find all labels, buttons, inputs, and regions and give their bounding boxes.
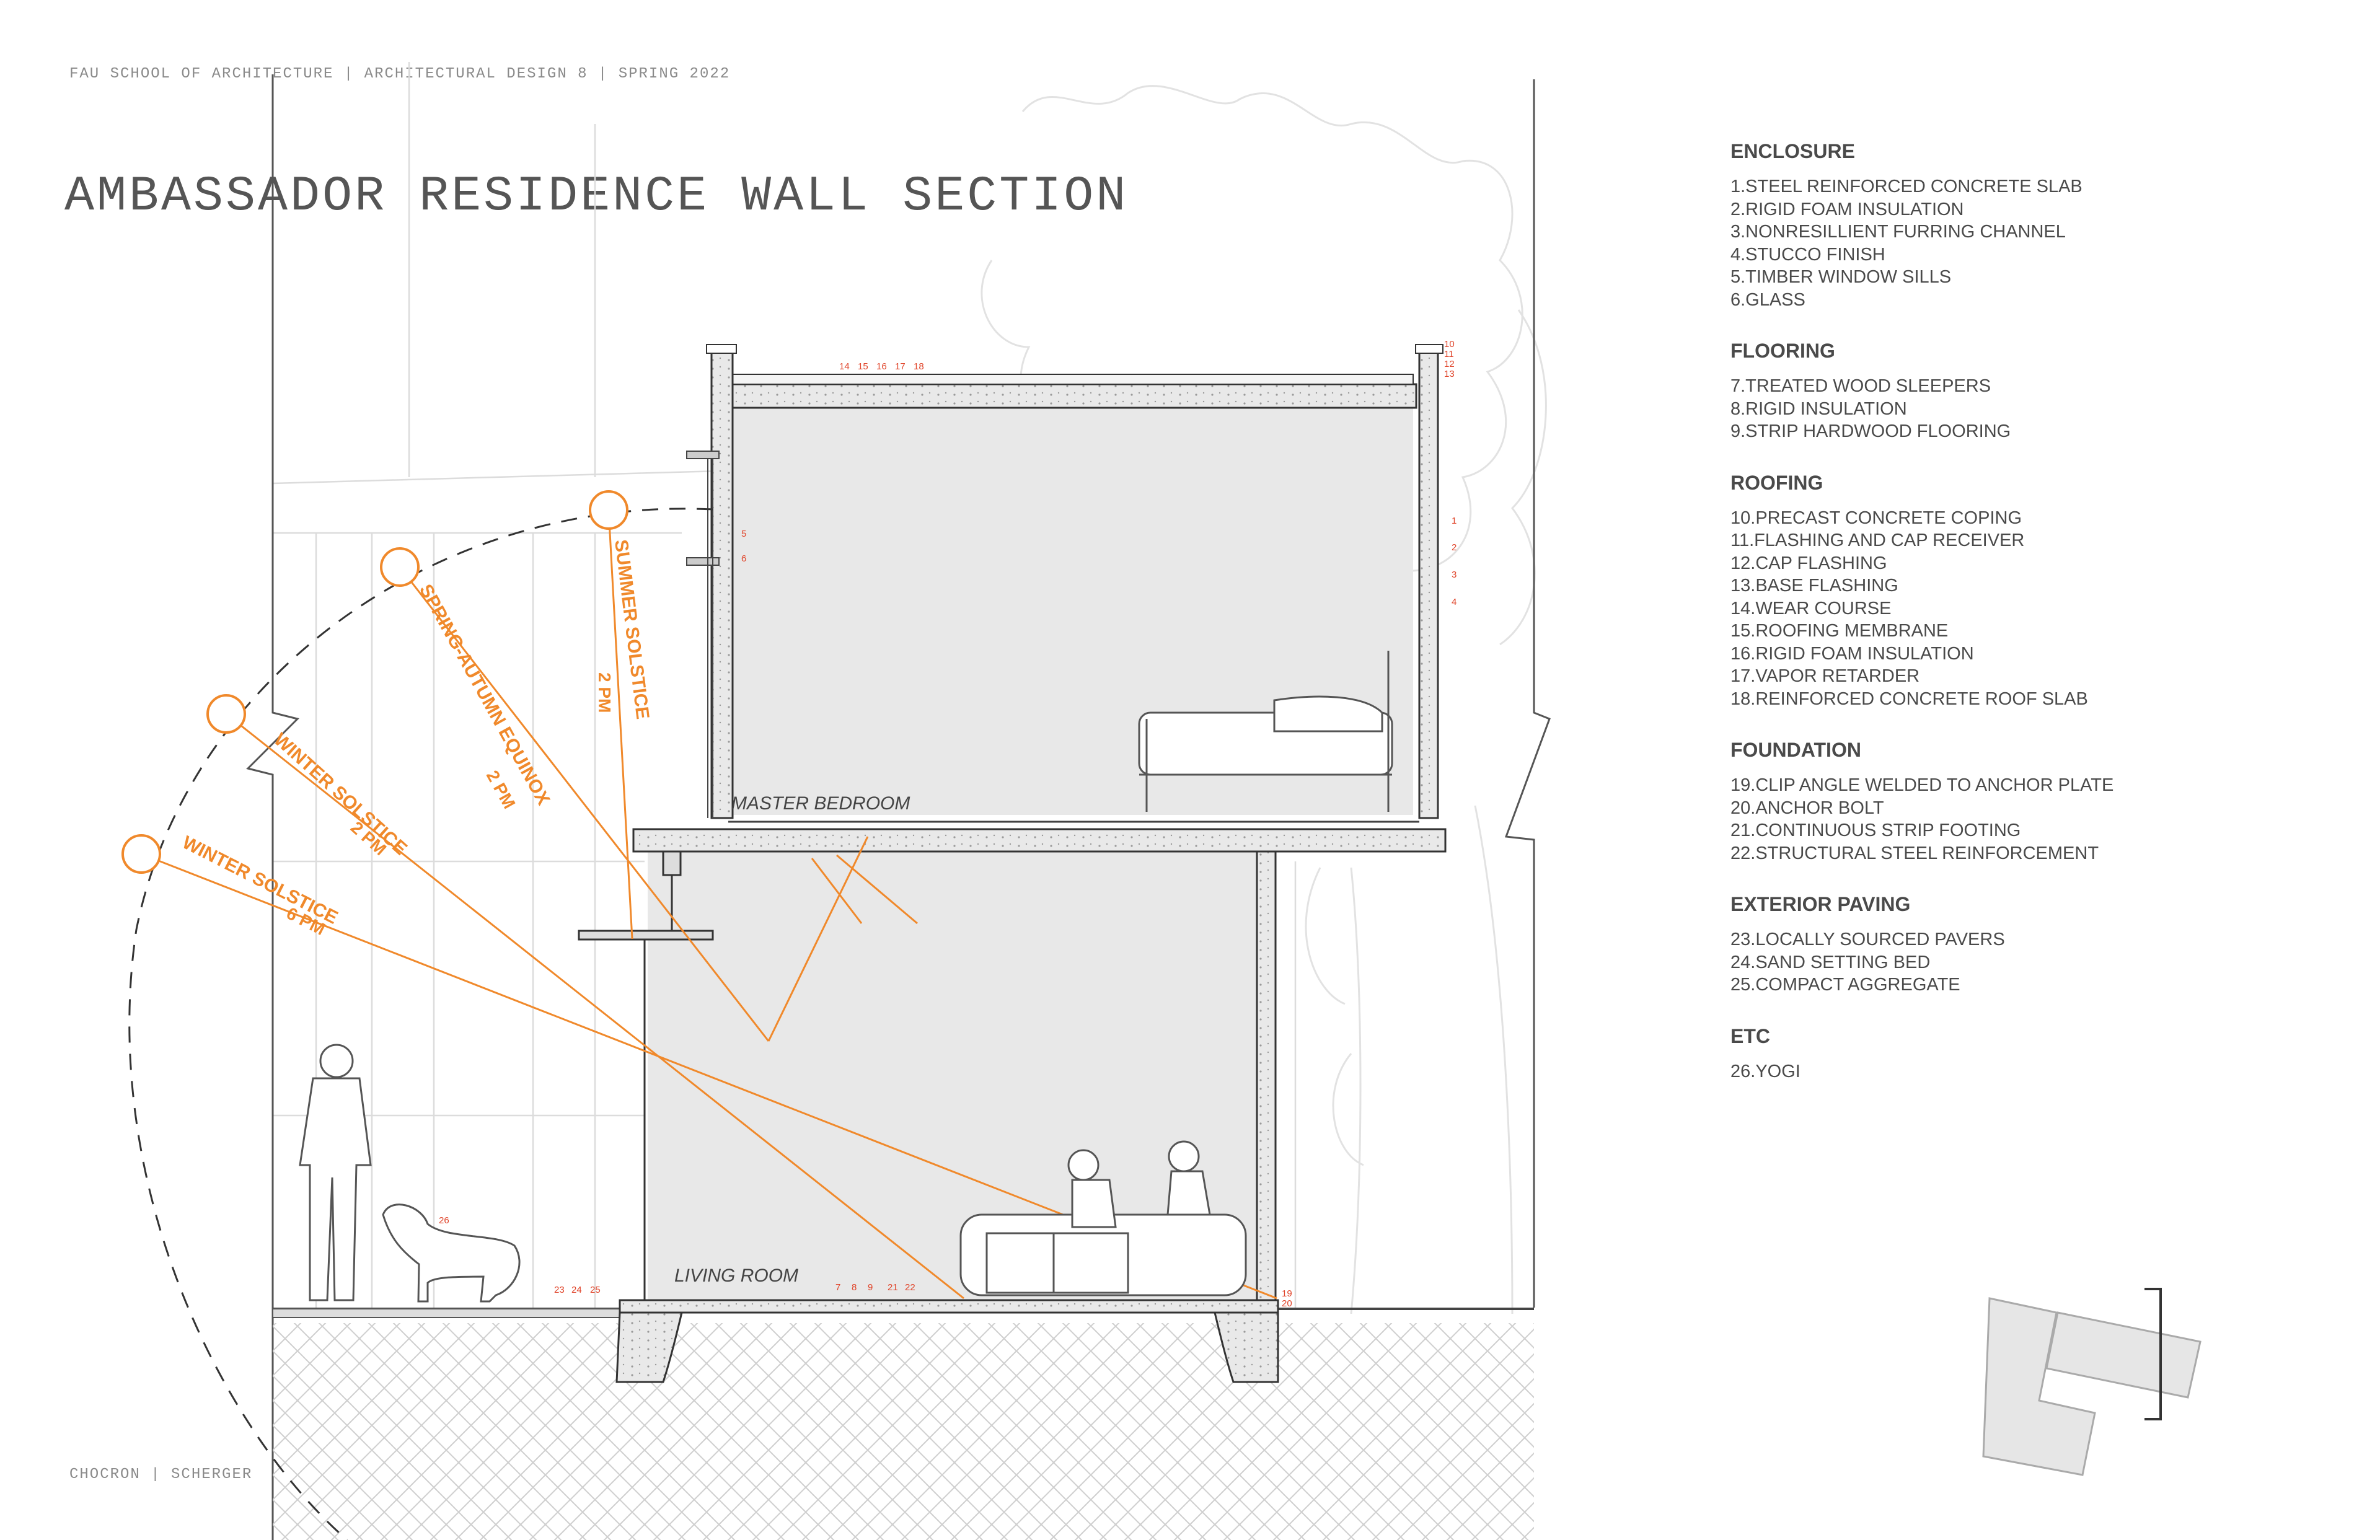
callout-17: 17 <box>895 361 906 372</box>
component-callouts: 1 2 3 4 5 6 7 8 9 10 11 12 13 14 15 16 1… <box>439 339 1457 1309</box>
legend-group-exterior-paving: EXTERIOR PAVING 23.LOCALLY SOURCED PAVER… <box>1730 893 2288 997</box>
key-plan <box>1982 1288 2202 1476</box>
legend-item: 1.STEEL REINFORCED CONCRETE SLAB <box>1730 177 2082 196</box>
second-floor-slab <box>632 828 1447 853</box>
callout-4: 4 <box>1452 597 1457 607</box>
legend-heading: ETC <box>1730 1024 1770 1047</box>
callout-9: 9 <box>868 1282 873 1293</box>
sun-summer-solstice-marker <box>589 490 628 530</box>
sun-markers <box>121 490 628 874</box>
callout-11: 11 <box>1444 349 1454 359</box>
sun-equinox-marker <box>380 547 420 587</box>
callout-21: 21 <box>888 1282 898 1293</box>
section-cut-marker <box>2144 1288 2162 1420</box>
callout-26: 26 <box>439 1215 449 1226</box>
sun-time-equinox: 2 PM <box>483 767 519 812</box>
legend-item: 4.STUCCO FINISH <box>1730 244 1885 265</box>
foundation <box>615 1299 1279 1383</box>
legend-item: 13.BASE FLASHING <box>1730 576 1898 596</box>
callout-5: 5 <box>741 529 746 539</box>
living-room-label: LIVING ROOM <box>674 1265 798 1286</box>
legend-group-roofing: ROOFING 10.PRECAST CONCRETE COPING 11.FL… <box>1730 472 2288 711</box>
legend-item: 9.STRIP HARDWOOD FLOORING <box>1730 421 2011 441</box>
legend-item: 19.CLIP ANGLE WELDED TO ANCHOR PLATE <box>1730 775 2114 795</box>
legend-item: 16.RIGID FOAM INSULATION <box>1730 643 1974 664</box>
legend-item: 23.LOCALLY SOURCED PAVERS <box>1730 930 2005 949</box>
callout-6: 6 <box>741 553 746 564</box>
legend-item: 25.COMPACT AGGREGATE <box>1730 975 1960 995</box>
legend-item: 15.ROOFING MEMBRANE <box>1730 621 1949 641</box>
authors-text: CHOCRON | SCHERGER <box>69 1466 253 1483</box>
legend-item: 22.STRUCTURAL STEEL REINFORCEMENT <box>1730 843 2099 863</box>
legend-item: 26.YOGI <box>1730 1061 1800 1081</box>
legend-item: 18.REINFORCED CONCRETE ROOF SLAB <box>1730 689 2088 709</box>
callout-25: 25 <box>590 1285 601 1295</box>
legend-group-enclosure: ENCLOSURE 1.STEEL REINFORCED CONCRETE SL… <box>1730 140 2288 311</box>
callout-8: 8 <box>852 1282 857 1293</box>
window-overhang <box>578 850 714 1308</box>
legend-item: 6.GLASS <box>1730 289 1805 310</box>
legend-item: 14.WEAR COURSE <box>1730 598 1892 618</box>
bed-figure <box>1138 651 1393 812</box>
callout-12: 12 <box>1444 359 1455 369</box>
legend-item: 5.TIMBER WINDOW SILLS <box>1730 267 1952 287</box>
legend-heading: EXTERIOR PAVING <box>1730 893 1911 915</box>
legend: ENCLOSURE 1.STEEL REINFORCED CONCRETE SL… <box>1730 140 2288 1111</box>
person-sitting-head <box>1168 1140 1200 1173</box>
legend-group-flooring: FLOORING 7.TREATED WOOD SLEEPERS 8.RIGID… <box>1730 340 2288 443</box>
ground-hatch <box>273 1323 1534 1540</box>
legend-item: 12.CAP FLASHING <box>1730 553 1887 573</box>
callout-19: 19 <box>1282 1288 1292 1299</box>
legend-group-etc: ETC 26.YOGI <box>1730 1025 2288 1083</box>
legend-heading: ENCLOSURE <box>1730 140 1855 162</box>
callout-3: 3 <box>1452 570 1457 580</box>
person-reading-head <box>1067 1149 1100 1181</box>
legend-item: 21.CONTINUOUS STRIP FOOTING <box>1730 821 2021 840</box>
callout-18: 18 <box>914 361 924 372</box>
sun-time-summer: 2 PM <box>595 672 614 713</box>
callout-1: 1 <box>1452 516 1457 526</box>
legend-heading: FLOORING <box>1730 340 1835 362</box>
legend-item: 3.NONRESILLIENT FURRING CHANNEL <box>1730 222 2066 242</box>
legend-group-foundation: FOUNDATION 19.CLIP ANGLE WELDED TO ANCHO… <box>1730 739 2288 865</box>
dog-figure <box>382 1203 521 1303</box>
legend-item: 2.RIGID FOAM INSULATION <box>1730 199 1964 219</box>
sun-labels: SUMMER SOLSTICE 2 PM SPRING-AUTUMN EQUIN… <box>179 539 653 939</box>
callout-16: 16 <box>876 361 887 372</box>
legend-item: 11.FLASHING AND CAP RECEIVER <box>1730 530 2025 550</box>
lower-exterior-wall <box>1256 850 1277 1311</box>
standing-person <box>299 1044 372 1301</box>
callout-10: 10 <box>1444 339 1455 350</box>
legend-item: 7.TREATED WOOD SLEEPERS <box>1730 376 1991 396</box>
callout-24: 24 <box>571 1285 582 1295</box>
sun-label-winter-2pm: WINTER SOLSTICE <box>270 729 411 860</box>
roof-assembly <box>706 344 1443 819</box>
legend-heading: FOUNDATION <box>1730 739 1861 761</box>
callout-2: 2 <box>1452 542 1457 553</box>
exterior-paving <box>272 1308 620 1318</box>
legend-item: 17.VAPOR RETARDER <box>1730 666 1920 686</box>
callout-15: 15 <box>858 361 868 372</box>
callout-22: 22 <box>905 1282 915 1293</box>
legend-item: 8.RIGID INSULATION <box>1730 398 1907 419</box>
callout-14: 14 <box>839 361 850 372</box>
callout-23: 23 <box>554 1285 565 1295</box>
master-bedroom-label: MASTER BEDROOM <box>731 793 910 814</box>
living-room-furniture <box>959 1140 1247 1296</box>
header-text: FAU SCHOOL OF ARCHITECTURE | ARCHITECTUR… <box>69 66 731 82</box>
callout-20: 20 <box>1282 1298 1292 1309</box>
upper-window <box>686 451 720 818</box>
sun-label-summer: SUMMER SOLSTICE <box>610 539 653 721</box>
callout-13: 13 <box>1444 369 1455 379</box>
legend-item: 10.PRECAST CONCRETE COPING <box>1730 508 2022 528</box>
callout-7: 7 <box>835 1282 840 1293</box>
sun-winter-6pm-marker <box>121 834 161 874</box>
legend-item: 24.SAND SETTING BED <box>1730 952 1931 972</box>
sun-path-arc <box>128 508 713 1540</box>
legend-heading: ROOFING <box>1730 471 1823 494</box>
legend-item: 20.ANCHOR BOLT <box>1730 798 1884 818</box>
sun-winter-2pm-marker <box>206 694 246 734</box>
section-boundary-lines <box>246 74 1551 1540</box>
